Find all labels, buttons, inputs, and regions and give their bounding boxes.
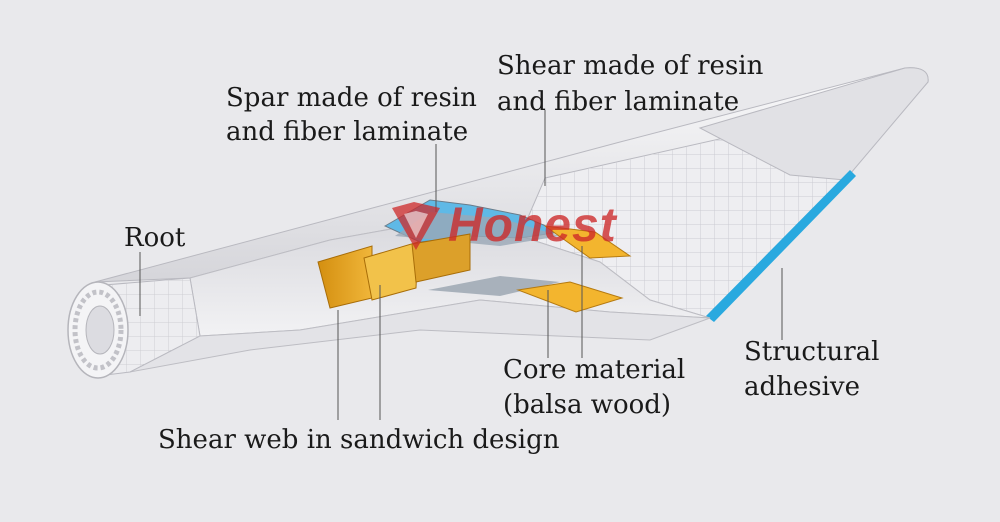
- label-spar-line1: Spar made of resin: [226, 83, 477, 113]
- label-shear-line2: and fiber laminate: [497, 87, 740, 117]
- leader-lines: [139, 110, 783, 420]
- honest-logo: [392, 202, 440, 250]
- shear-web-inner: [411, 233, 471, 283]
- label-adhesive-line2: adhesive: [744, 372, 861, 402]
- label-shear-web: Shear web in sandwich design: [158, 425, 560, 455]
- core-material-lower: [516, 281, 624, 313]
- shear-web-back: [363, 241, 419, 301]
- blade-tip: [698, 67, 929, 181]
- honest-logo-text: Honest: [448, 199, 617, 252]
- label-root: Root: [124, 223, 186, 253]
- structural-adhesive-strip: [706, 170, 856, 322]
- blade-lower-shell: [109, 299, 711, 373]
- lower-spar-cap: [428, 276, 560, 296]
- core-material-upper: [544, 225, 632, 259]
- label-core-line1: Core material: [503, 355, 686, 385]
- label-core-line2: (balsa wood): [503, 390, 672, 420]
- label-shear-line1: Shear made of resin: [497, 51, 764, 81]
- label-spar-line2: and fiber laminate: [226, 117, 469, 147]
- label-adhesive-line1: Structural: [744, 337, 880, 367]
